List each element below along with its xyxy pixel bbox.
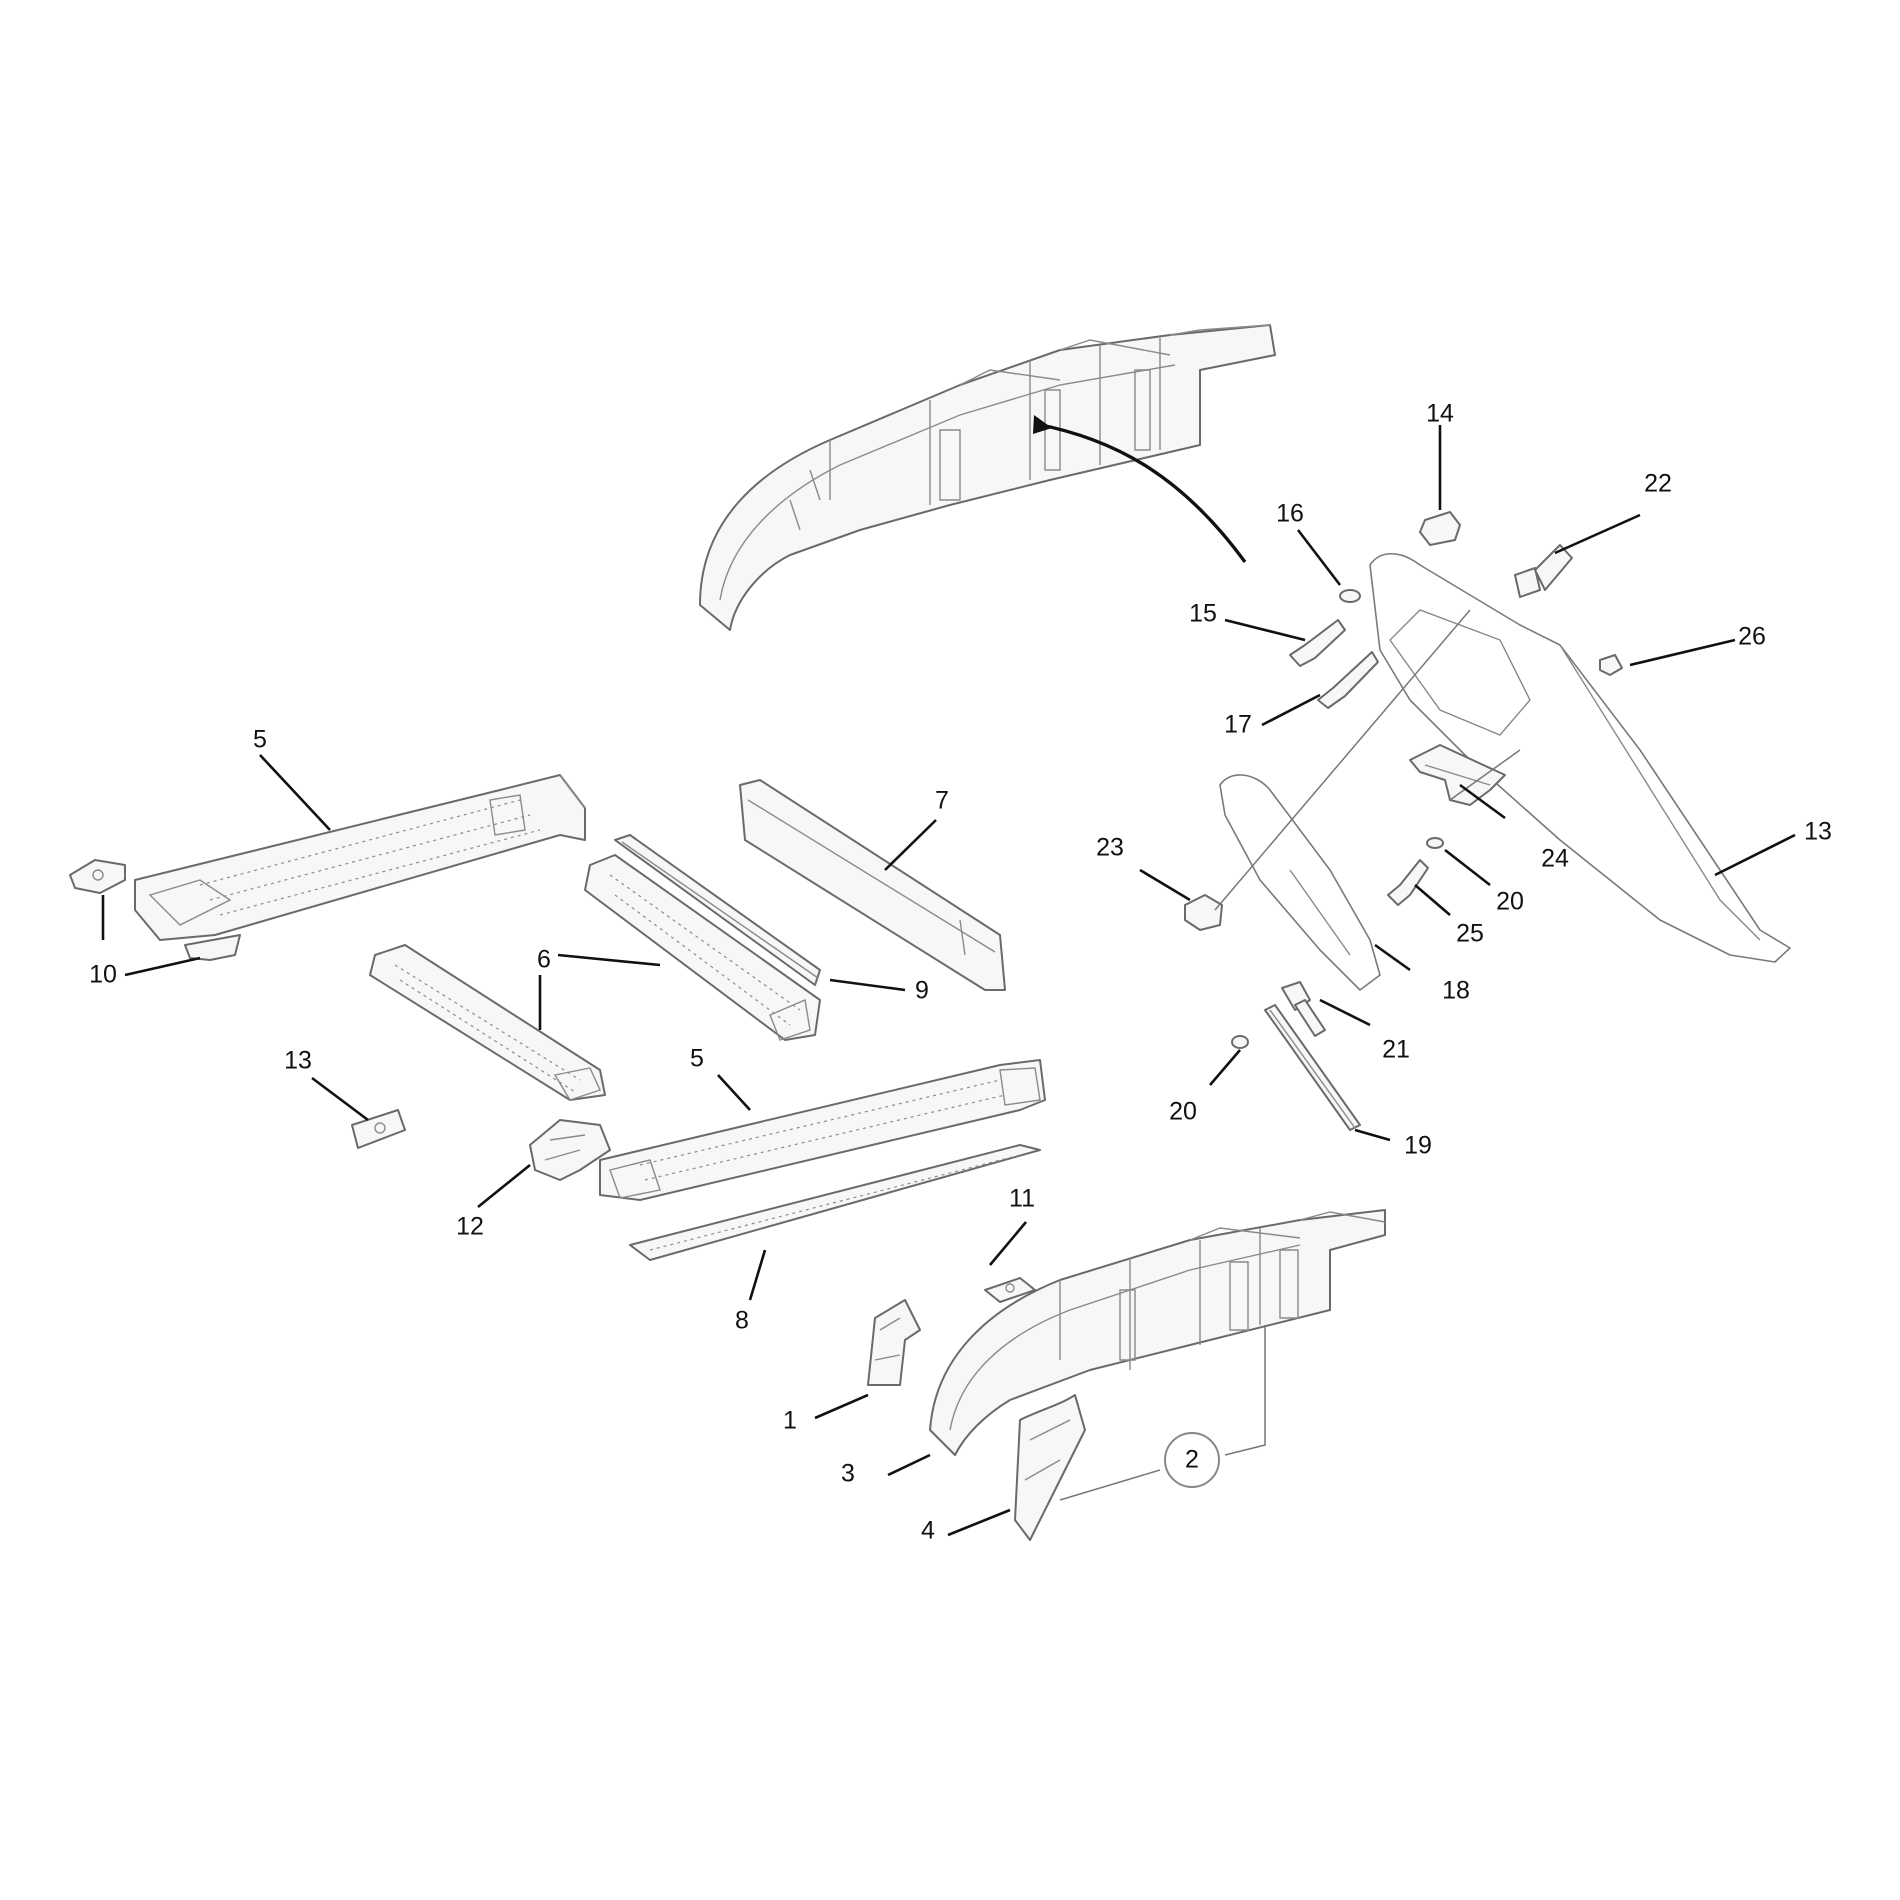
part-17-screw [1317, 651, 1379, 709]
crossmember-6-lower [369, 944, 606, 1101]
callout-15: 15 [1189, 600, 1217, 628]
callout-26: 26 [1738, 623, 1766, 651]
callout-2: 2 [1185, 1446, 1199, 1474]
part-13-right-panel [1369, 552, 1791, 963]
callout-13-left: 13 [284, 1047, 312, 1075]
part-11-clip [984, 1277, 1036, 1303]
callout-9: 9 [915, 977, 929, 1005]
part-1-bracket [867, 1299, 921, 1386]
part-8-strip [629, 1144, 1041, 1261]
callout-20-right: 20 [1496, 888, 1524, 916]
part-20-washer-left [1231, 1035, 1249, 1049]
alignment-lines [1214, 609, 1521, 911]
part-26-nut [1599, 654, 1623, 676]
part-15-screw [1289, 619, 1346, 667]
callout-20-left: 20 [1169, 1098, 1197, 1126]
callout-22: 22 [1644, 470, 1672, 498]
part-13-clip-left [351, 1109, 406, 1149]
lower-wheelhouse [929, 1209, 1386, 1456]
lower-rail-5 [599, 1059, 1046, 1201]
left-rail-upper [134, 774, 586, 941]
callout-7: 7 [935, 787, 949, 815]
callout-5-upper-left: 5 [253, 726, 267, 754]
callout-21: 21 [1382, 1036, 1410, 1064]
callout-18: 18 [1442, 977, 1470, 1005]
part-7-panel [739, 779, 1006, 991]
callout-12: 12 [456, 1213, 484, 1241]
part-23-nut [1184, 894, 1223, 931]
callout-3: 3 [841, 1460, 855, 1488]
part-20-washer-right [1426, 837, 1444, 849]
part-16-washer [1339, 589, 1361, 603]
callout-10: 10 [89, 961, 117, 989]
part-9-strip [614, 834, 821, 986]
part-12-bracket [529, 1119, 611, 1181]
upper-wheelhouse [699, 324, 1276, 631]
part-19-strip [1264, 1004, 1361, 1131]
callout-8: 8 [735, 1307, 749, 1335]
assembly-ref-lines [1059, 1325, 1266, 1501]
callout-14: 14 [1426, 400, 1454, 428]
callout-24: 24 [1541, 845, 1569, 873]
leader-lines [101, 425, 1796, 1537]
callout-labels: 5 10 6 7 9 13 12 5 8 11 1 3 4 2 14 22 16… [89, 400, 1832, 1545]
callout-19: 19 [1404, 1132, 1432, 1160]
callout-13-right: 13 [1804, 818, 1832, 846]
part-25-bolt [1387, 859, 1429, 906]
part-21-pin [1281, 981, 1326, 1037]
part-18-plate [1219, 774, 1381, 991]
assembly-arrow [1033, 415, 1247, 564]
part-4-panel [1014, 1394, 1086, 1541]
callout-17: 17 [1224, 711, 1252, 739]
callout-1: 1 [783, 1407, 797, 1435]
callout-23: 23 [1096, 834, 1124, 862]
part-24-handle [1409, 744, 1506, 806]
callout-4: 4 [921, 1517, 935, 1545]
part-22-bolt [1514, 544, 1573, 598]
callout-2-circle [1164, 1432, 1220, 1488]
callout-11: 11 [1009, 1185, 1035, 1213]
crossmember-6-upper [584, 854, 821, 1041]
part-14-nut [1419, 511, 1461, 546]
callout-16: 16 [1276, 500, 1304, 528]
callout-6: 6 [537, 946, 551, 974]
callout-25: 25 [1456, 920, 1484, 948]
callout-5-lower: 5 [690, 1045, 704, 1073]
part-10-plates [69, 859, 241, 961]
